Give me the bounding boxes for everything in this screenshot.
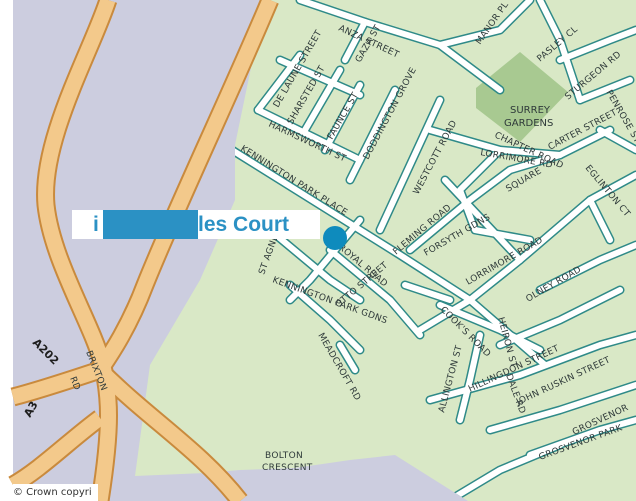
- label-bolton: BOLTON: [265, 451, 303, 461]
- park-label-line1: SURREY: [510, 105, 551, 116]
- copyright-notice: © Crown copyri: [13, 484, 98, 501]
- label-brixton-rd: RD: [67, 375, 81, 392]
- location-marker[interactable]: [323, 226, 347, 250]
- banner-redaction: [103, 210, 198, 239]
- place-name-right: les Court: [198, 213, 290, 236]
- street-network: [227, 0, 636, 501]
- place-name-left: i: [93, 213, 99, 236]
- park-label-line2: GARDENS: [504, 118, 553, 129]
- park-surrey-gardens: [476, 52, 568, 142]
- label-bolton-crescent: CRESCENT: [262, 463, 313, 473]
- trunk-roads: [8, 0, 279, 501]
